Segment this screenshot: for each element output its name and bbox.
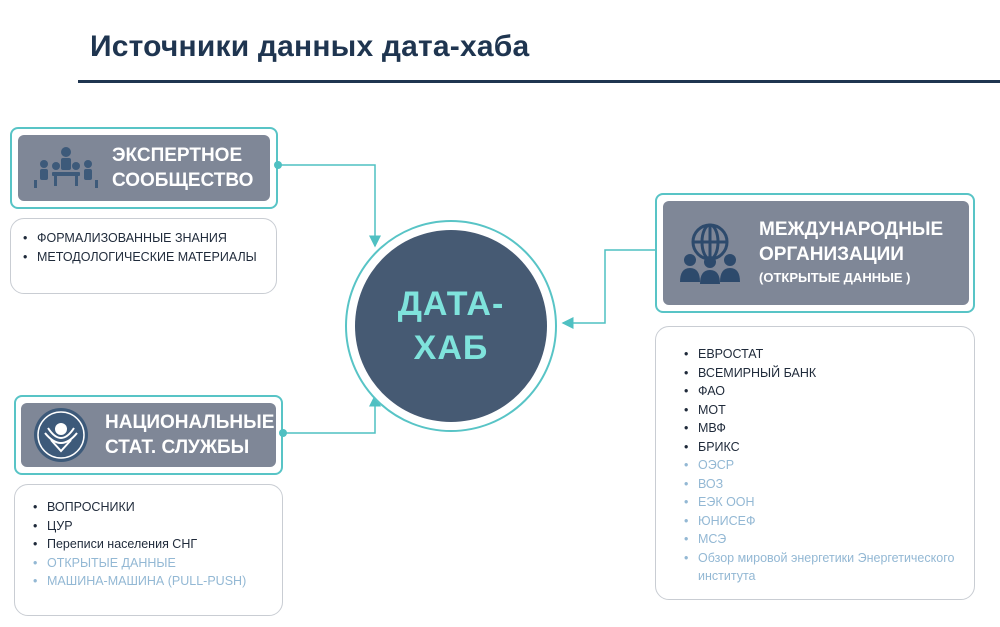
hub-label-line1: ДАТА- — [397, 285, 505, 323]
data-hub-circle: ДАТА- ХАБ — [355, 230, 547, 422]
national-items-box: ВОПРОСНИКИЦУРПереписи населения СНГОТКРЫ… — [14, 484, 283, 616]
international-list-item: ЕВРОСТАТ — [678, 345, 964, 364]
international-list-item: ВОЗ — [678, 475, 964, 494]
national-title-line1: НАЦИОНАЛЬНЫЕ — [105, 412, 275, 433]
connector-national — [283, 394, 381, 434]
international-list-item: МСЭ — [678, 530, 964, 549]
international-orgs-header: МЕЖДУНАРОДНЫЕ ОРГАНИЗАЦИИ (ОТКРЫТЫЕ ДАНН… — [663, 201, 969, 305]
international-list-item: МВФ — [678, 419, 964, 438]
cis-emblem-icon — [31, 405, 91, 465]
expert-title-line1: ЭКСПЕРТНОЕ — [112, 145, 243, 166]
international-list-item: БРИКС — [678, 438, 964, 457]
international-list-item: МОТ — [678, 401, 964, 420]
expert-list-item: ФОРМАЛИЗОВАННЫЕ ЗНАНИЯ — [17, 229, 268, 248]
international-list-item: Обзор мировой энергетики Энергетического… — [678, 549, 964, 586]
international-list-item: ФАО — [678, 382, 964, 401]
international-items-list: ЕВРОСТАТВСЕМИРНЫЙ БАНКФАОМОТМВФБРИКСОЭСР… — [678, 345, 964, 586]
national-title-line2: СТАТ. СЛУЖБЫ — [105, 437, 250, 458]
international-title-line2: ОРГАНИЗАЦИИ — [759, 244, 904, 265]
national-list-item: ОТКРЫТЫЕ ДАННЫЕ — [27, 554, 274, 573]
expert-community-box: ЭКСПЕРТНОЕ СООБЩЕСТВО — [10, 127, 278, 209]
national-items-list: ВОПРОСНИКИЦУРПереписи населения СНГОТКРЫ… — [27, 498, 274, 591]
national-list-item: Переписи населения СНГ — [27, 535, 274, 554]
national-list-item: МАШИНА-МАШИНА (PULL-PUSH) — [27, 572, 274, 591]
international-title-line1: МЕЖДУНАРОДНЫЕ — [759, 219, 944, 240]
international-list-item: ВСЕМИРНЫЙ БАНК — [678, 364, 964, 383]
expert-items-box: ФОРМАЛИЗОВАННЫЕ ЗНАНИЯМЕТОДОЛОГИЧЕСКИЕ М… — [10, 218, 277, 294]
expert-title-line2: СООБЩЕСТВО — [112, 170, 254, 191]
international-list-item: ОЭСР — [678, 456, 964, 475]
international-items-box: ЕВРОСТАТВСЕМИРНЫЙ БАНКФАОМОТМВФБРИКСОЭСР… — [655, 326, 975, 600]
connector-expert — [278, 164, 381, 248]
expert-community-header: ЭКСПЕРТНОЕ СООБЩЕСТВО — [18, 135, 270, 201]
expert-connector-dot — [274, 161, 282, 169]
page-title: Источники данных дата-хаба — [90, 30, 530, 63]
people-meeting-icon — [30, 144, 102, 192]
international-orgs-box: МЕЖДУНАРОДНЫЕ ОРГАНИЗАЦИИ (ОТКРЫТЫЕ ДАНН… — [655, 193, 975, 313]
international-list-item: ЮНИСЕФ — [678, 512, 964, 531]
national-list-item: ЦУР — [27, 517, 274, 536]
international-list-item: ЕЭК ООН — [678, 493, 964, 512]
globe-people-icon — [677, 220, 743, 286]
expert-list-item: МЕТОДОЛОГИЧЕСКИЕ МАТЕРИАЛЫ — [17, 248, 268, 267]
hub-label-line2: ХАБ — [413, 329, 489, 367]
national-connector-dot — [279, 429, 287, 437]
national-services-header: НАЦИОНАЛЬНЫЕ СТАТ. СЛУЖБЫ — [21, 403, 276, 467]
international-subtitle: (ОТКРЫТЫЕ ДАННЫЕ ) — [759, 270, 911, 285]
connector-international — [561, 249, 655, 329]
national-services-box: НАЦИОНАЛЬНЫЕ СТАТ. СЛУЖБЫ — [14, 395, 283, 475]
expert-items-list: ФОРМАЛИЗОВАННЫЕ ЗНАНИЯМЕТОДОЛОГИЧЕСКИЕ М… — [17, 229, 268, 266]
national-list-item: ВОПРОСНИКИ — [27, 498, 274, 517]
title-divider — [78, 80, 1000, 83]
